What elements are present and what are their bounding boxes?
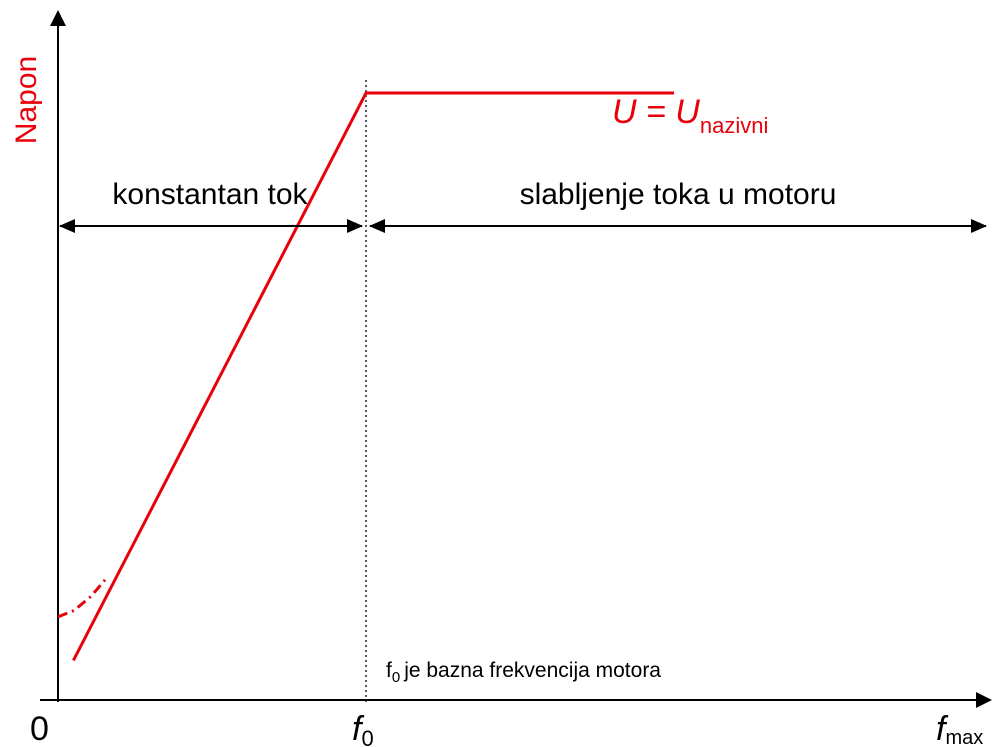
curve-label: U = Unazivni xyxy=(612,93,768,138)
x-tick-fmax: fmax xyxy=(936,710,983,747)
curve-label-prefix: U = U xyxy=(612,93,700,131)
x-tick-fmax-sub: max xyxy=(945,727,983,747)
voltage-curve xyxy=(72,91,674,662)
y-axis-label: Napon xyxy=(10,56,43,144)
x-tick-f0: f0 xyxy=(352,710,374,747)
curve-label-sub: nazivni xyxy=(700,113,768,138)
voltage-boost-curve xyxy=(57,576,109,619)
note-base: f xyxy=(386,659,392,682)
x-tick-f0-sub: 0 xyxy=(361,726,373,747)
note-sub: 0 xyxy=(392,669,400,686)
region-label-field-weakening: slabljenje toka u motoru xyxy=(520,178,837,211)
region-label-constant-flux: konstantan tok xyxy=(112,178,308,211)
x-tick-origin: 0 xyxy=(30,710,49,747)
note-text: je bazna frekvencija motora xyxy=(403,659,661,682)
